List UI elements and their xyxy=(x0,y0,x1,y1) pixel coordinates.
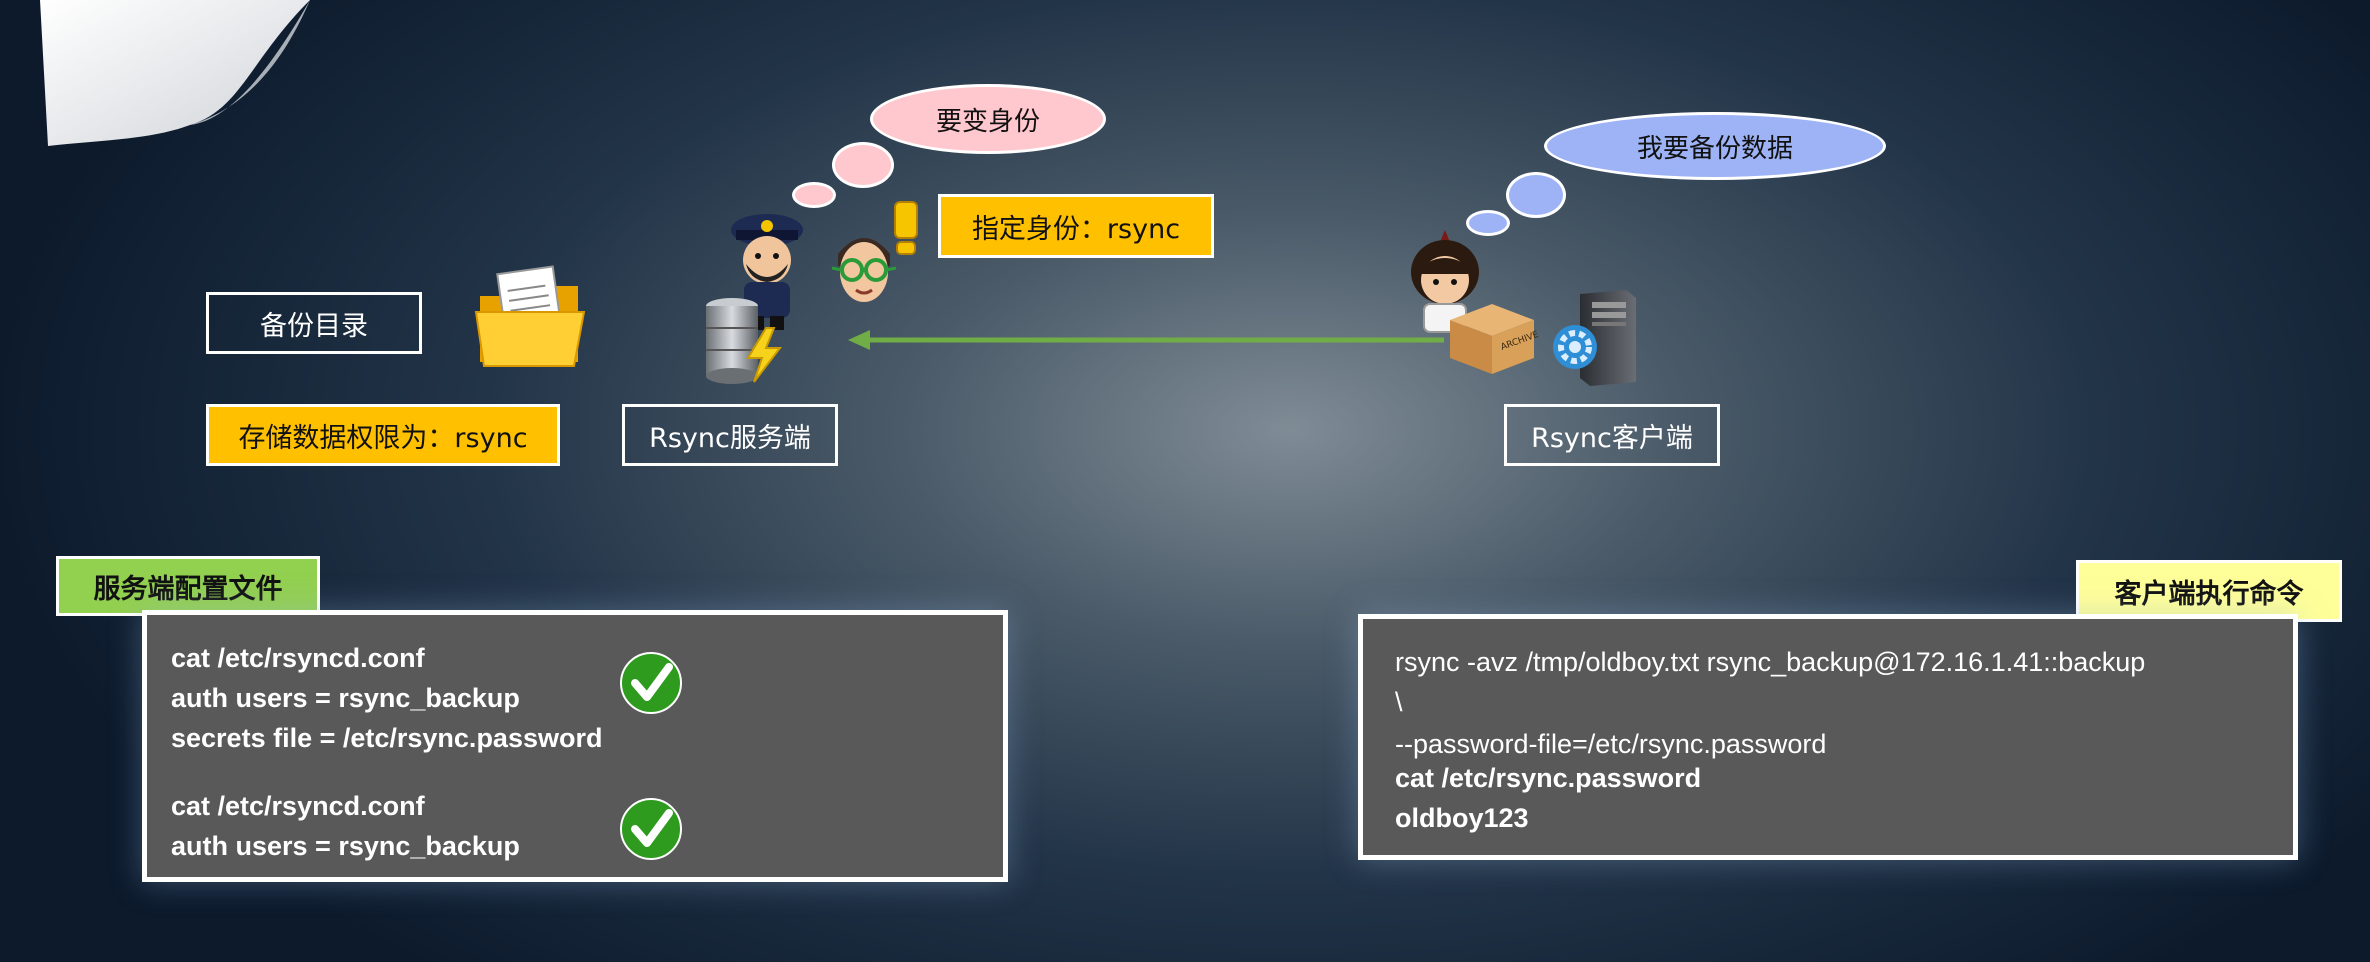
lightning-icon xyxy=(746,327,783,383)
thought-dot-small xyxy=(792,182,836,208)
thought-dot-large-client xyxy=(1506,172,1566,218)
flow-arrow xyxy=(848,330,1444,350)
config-line: auth users = rsync_backup xyxy=(171,831,520,861)
config-line: secrets file = /etc/rsync.password xyxy=(171,723,603,753)
backup-dir-text: 备份目录 xyxy=(260,310,368,342)
computer-tower-icon xyxy=(1580,290,1636,386)
specify-identity-text: 指定身份：rsync xyxy=(971,213,1181,245)
cmd-line: cat /etc/rsync.password xyxy=(1395,763,1702,793)
storage-permission-label: 存储数据权限为：rsync xyxy=(206,404,560,466)
storage-permission-text: 存储数据权限为：rsync xyxy=(238,422,528,454)
checkmark-icon xyxy=(620,798,682,860)
server-config-panel: cat /etc/rsyncd.conf auth users = rsync_… xyxy=(142,610,1008,882)
client-cmd-tag: 客户端执行命令 xyxy=(2076,560,2342,622)
page-curl-icon xyxy=(40,0,310,146)
config-line: cat /etc/rsyncd.conf xyxy=(171,643,425,673)
specify-identity-label: 指定身份：rsync xyxy=(938,194,1214,258)
server-config-tag: 服务端配置文件 xyxy=(56,556,320,616)
thought-bubble-server-text: 要变身份 xyxy=(935,106,1040,137)
nerd-avatar-icon xyxy=(831,238,897,302)
archive-box-icon: ARCHIVE xyxy=(1450,304,1540,374)
thought-bubble-client: 我要备份数据 xyxy=(1544,112,1886,180)
client-cmd-panel: rsync -avz /tmp/oldboy.txt rsync_backup@… xyxy=(1358,614,2298,860)
backup-dir-label: 备份目录 xyxy=(206,292,422,354)
server-label: Rsync服务端 xyxy=(622,404,838,466)
exclamation-icon xyxy=(894,201,918,255)
kid-avatar-icon xyxy=(1411,230,1479,333)
folder-icon xyxy=(474,265,586,367)
gear-icon xyxy=(1553,325,1597,369)
server-config-tag-text: 服务端配置文件 xyxy=(93,573,283,605)
config-line: cat /etc/rsyncd.conf xyxy=(171,791,425,821)
server-label-text: Rsync服务端 xyxy=(649,422,811,454)
client-cmd-tag-text: 客户端执行命令 xyxy=(2114,578,2304,610)
config-line: auth users = rsync_backup xyxy=(171,683,520,713)
thought-dot-small-client xyxy=(1466,210,1510,236)
client-label-text: Rsync客户端 xyxy=(1531,422,1693,454)
cmd-line: --password-file=/etc/rsync.password xyxy=(1395,729,1827,759)
client-label: Rsync客户端 xyxy=(1504,404,1720,466)
thought-dot-large xyxy=(832,142,894,188)
checkmark-icon xyxy=(620,652,682,714)
cmd-line: rsync -avz /tmp/oldboy.txt rsync_backup@… xyxy=(1395,647,2146,677)
thought-bubble-client-text: 我要备份数据 xyxy=(1636,133,1793,164)
cmd-line: \ xyxy=(1395,687,1403,717)
thought-bubble-server: 要变身份 xyxy=(870,84,1106,154)
server-icon xyxy=(706,298,758,384)
cmd-line: oldboy123 xyxy=(1395,803,1529,833)
